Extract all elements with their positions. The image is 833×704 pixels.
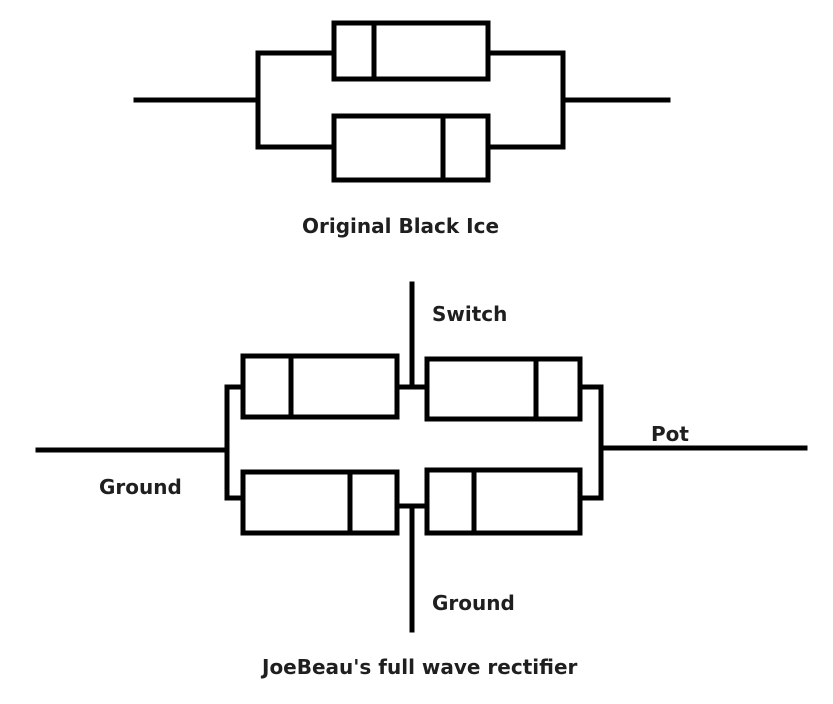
diode-bottom-right xyxy=(424,467,583,536)
right-parallel-bracket xyxy=(485,50,566,150)
diode-body xyxy=(240,353,400,420)
joebeau-caption: JoeBeau's full wave rectifier xyxy=(260,655,578,679)
diode-body xyxy=(240,469,400,536)
switch-label: Switch xyxy=(432,302,507,326)
joebeau-rectifier-circuit: Switch Pot Ground Ground JoeBeau's full … xyxy=(35,281,808,679)
diode-bottom xyxy=(331,113,491,183)
ground-label-bottom: Ground xyxy=(432,591,515,615)
diode-bottom-left xyxy=(240,469,400,536)
original-caption: Original Black Ice xyxy=(302,214,499,238)
pot-label: Pot xyxy=(651,422,689,446)
diode-top-left xyxy=(240,353,400,420)
diode-body xyxy=(424,356,583,422)
left-bus-wire xyxy=(224,384,246,501)
diode-body xyxy=(424,467,583,536)
diode-top-right xyxy=(424,356,583,422)
ground-label-left: Ground xyxy=(99,475,182,499)
left-parallel-bracket xyxy=(255,50,337,150)
original-black-ice-circuit: Original Black Ice xyxy=(133,20,671,238)
diode-top xyxy=(331,20,491,82)
right-bus-wire xyxy=(577,384,604,501)
diode-body xyxy=(331,20,491,82)
diode-body xyxy=(331,113,491,183)
